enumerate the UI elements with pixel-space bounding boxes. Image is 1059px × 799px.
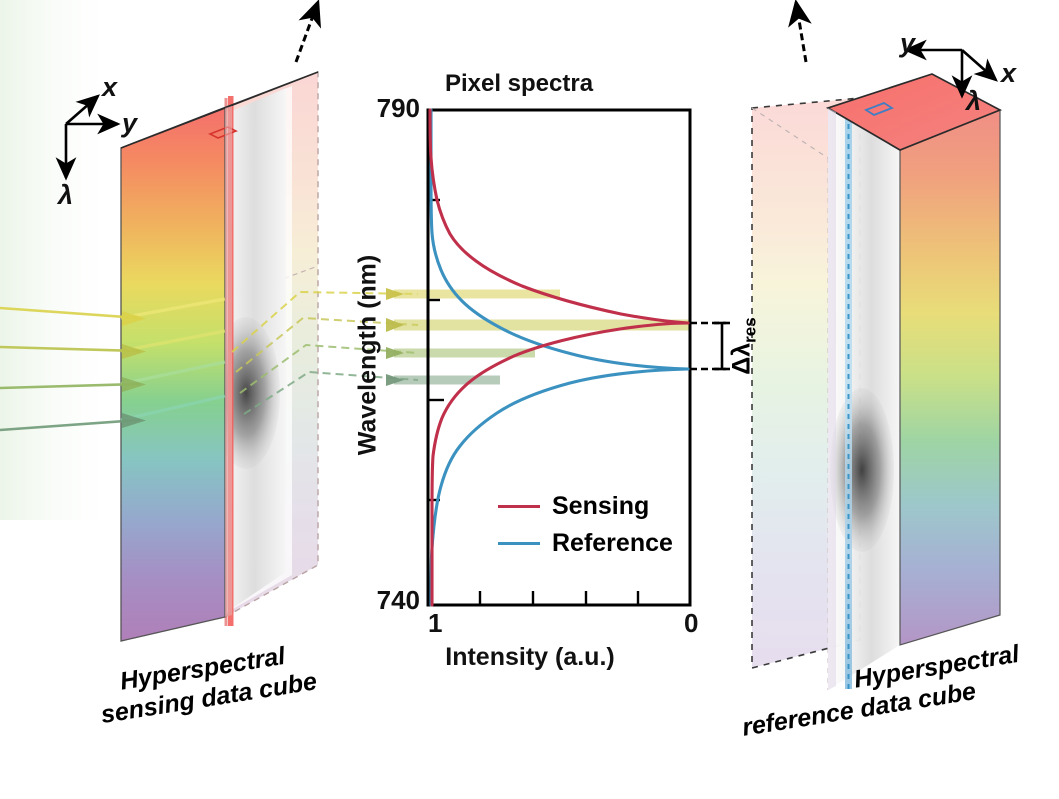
chart-curves	[428, 108, 690, 607]
delta-lambda-annotation	[690, 321, 730, 371]
legend-label-sensing: Sensing	[552, 492, 650, 520]
curve-reference	[429, 108, 690, 607]
y-tick-740: 740	[376, 585, 420, 615]
propagation-arrows	[294, 0, 812, 63]
right-axis-gizmo	[903, 39, 998, 99]
curve-sensing	[428, 108, 690, 607]
left-axis-gizmo	[55, 94, 121, 181]
right-slice-absorption	[830, 388, 894, 552]
left-front-beam-bands	[120, 297, 226, 422]
right-cube-front-face	[900, 110, 1000, 645]
right-axis-label-lambda: λ	[966, 86, 982, 116]
legend-item-sensing: Sensing	[498, 492, 673, 521]
y-tick-790: 790	[376, 93, 420, 123]
y-axis-label: Wavelength (nm)	[353, 254, 382, 456]
left-axis-label-x: x	[102, 72, 118, 102]
x-axis-label: Intensity (a.u.)	[445, 643, 615, 671]
chart-title: Pixel spectra	[444, 70, 594, 97]
right-data-cube	[751, 73, 1003, 690]
chart-legend: Sensing Reference	[498, 492, 673, 558]
legend-swatch-reference	[498, 542, 540, 545]
x-axis-ticks	[478, 591, 640, 605]
left-axis-label-y: y	[122, 108, 138, 138]
legend-item-reference: Reference	[498, 529, 673, 558]
delta-lambda-res-label: Δλres	[728, 317, 761, 374]
left-data-cube	[120, 70, 319, 642]
legend-swatch-sensing	[498, 505, 540, 508]
left-pixel-marker	[208, 126, 238, 139]
right-axis-label-y: y	[900, 28, 916, 58]
incoming-beams	[0, 306, 146, 432]
legend-label-reference: Reference	[552, 529, 673, 557]
delta-lambda-symbol: Δλ	[727, 342, 756, 375]
x-tick-0: 0	[684, 608, 699, 638]
left-axis-label-lambda: λ	[58, 180, 74, 210]
ambient-glow	[0, 0, 120, 520]
x-tick-1: 1	[428, 608, 443, 638]
right-pixel-marker	[864, 101, 894, 117]
delta-lambda-subscript: res	[740, 317, 760, 343]
cube-to-chart-connectors	[231, 290, 419, 415]
right-axis-label-x: x	[1001, 58, 1017, 88]
